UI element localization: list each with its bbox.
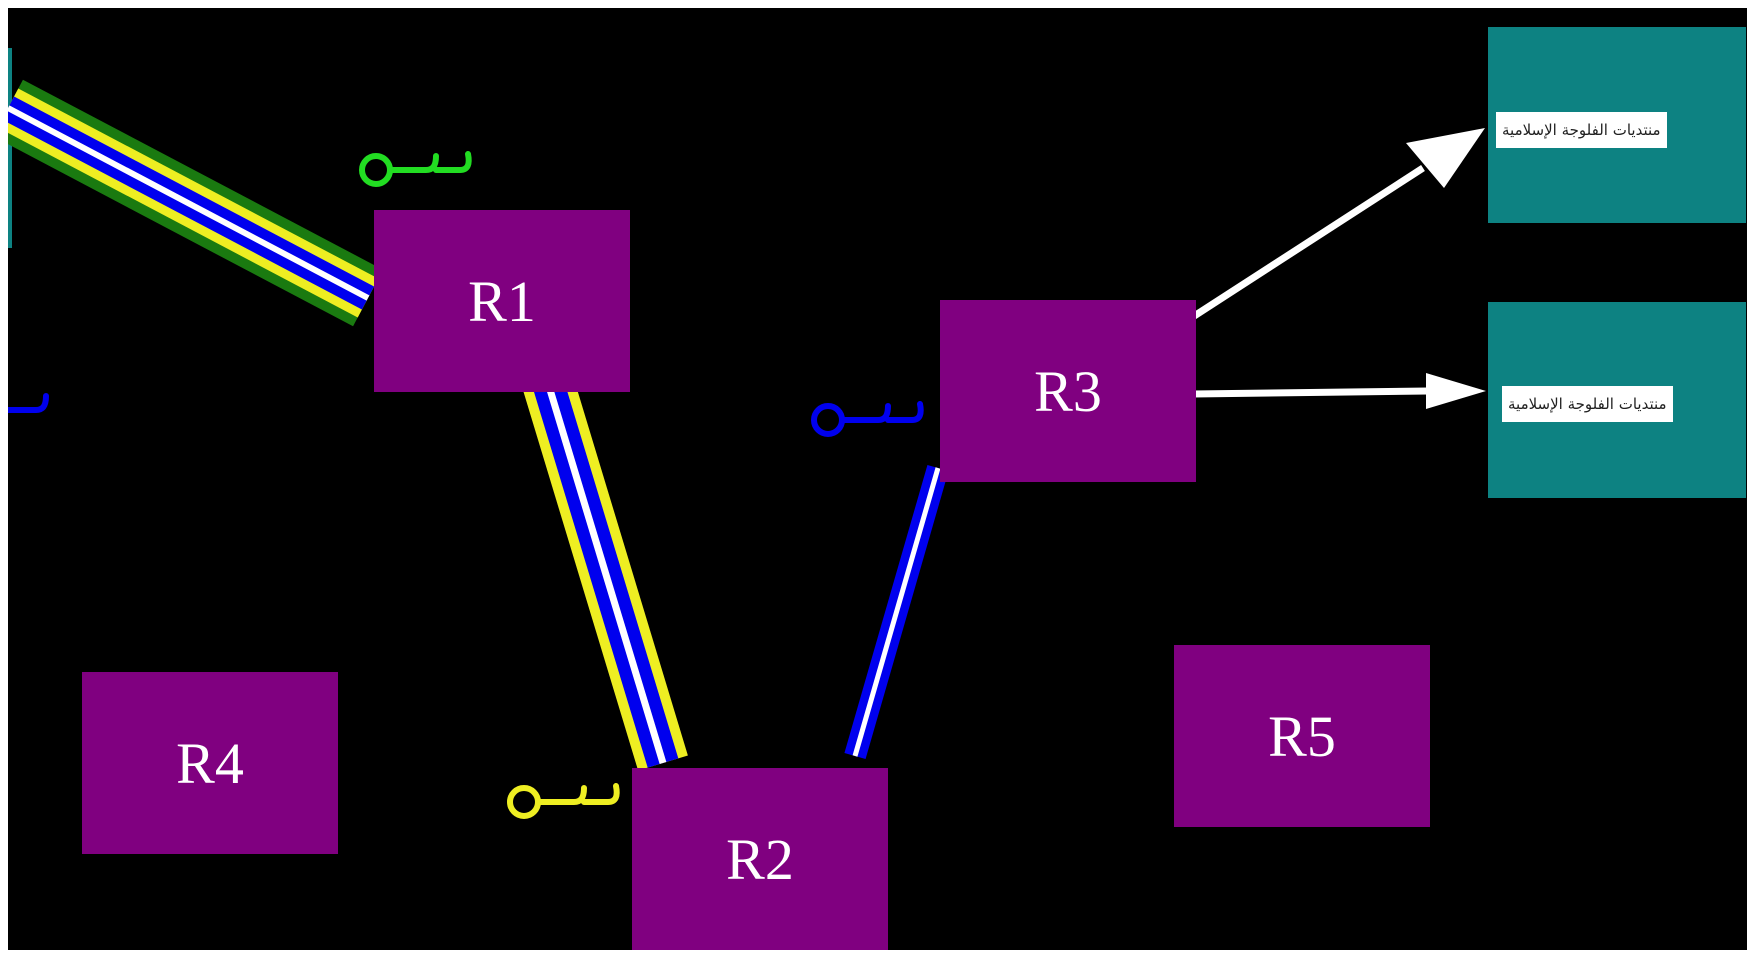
left-server-stub	[8, 48, 12, 248]
router-r3[interactable]: R3	[940, 300, 1196, 482]
arrow-r3-to-server-top	[1186, 128, 1485, 323]
link-source-to-r1	[8, 79, 383, 327]
key-icon-yellow	[507, 783, 620, 819]
server-top-label: منتديات الفلوجة الإسلامية	[1496, 112, 1667, 148]
network-diagram: R1 R2 R3 R4 R5 منتديات الفلوجة الإسلامية…	[8, 8, 1747, 950]
router-r4[interactable]: R4	[82, 672, 338, 854]
router-r5[interactable]: R5	[1174, 645, 1430, 827]
router-r2-label: R2	[726, 826, 794, 892]
router-r5-label: R5	[1268, 703, 1336, 769]
connection-layer	[8, 48, 1486, 771]
link-r2-to-r3	[844, 464, 949, 760]
router-r4-label: R4	[176, 730, 244, 796]
router-r2[interactable]: R2	[632, 768, 888, 950]
router-r1[interactable]: R1	[374, 210, 630, 392]
key-icon-blue-partial	[8, 393, 49, 413]
link-r1-to-r2	[523, 375, 688, 771]
router-r1-label: R1	[468, 268, 536, 334]
router-r3-label: R3	[1034, 358, 1102, 424]
key-icon-blue	[811, 401, 924, 437]
key-icon-green	[359, 151, 472, 187]
server-bottom-label: منتديات الفلوجة الإسلامية	[1502, 386, 1673, 422]
arrow-r3-to-server-bottom	[1192, 373, 1486, 409]
